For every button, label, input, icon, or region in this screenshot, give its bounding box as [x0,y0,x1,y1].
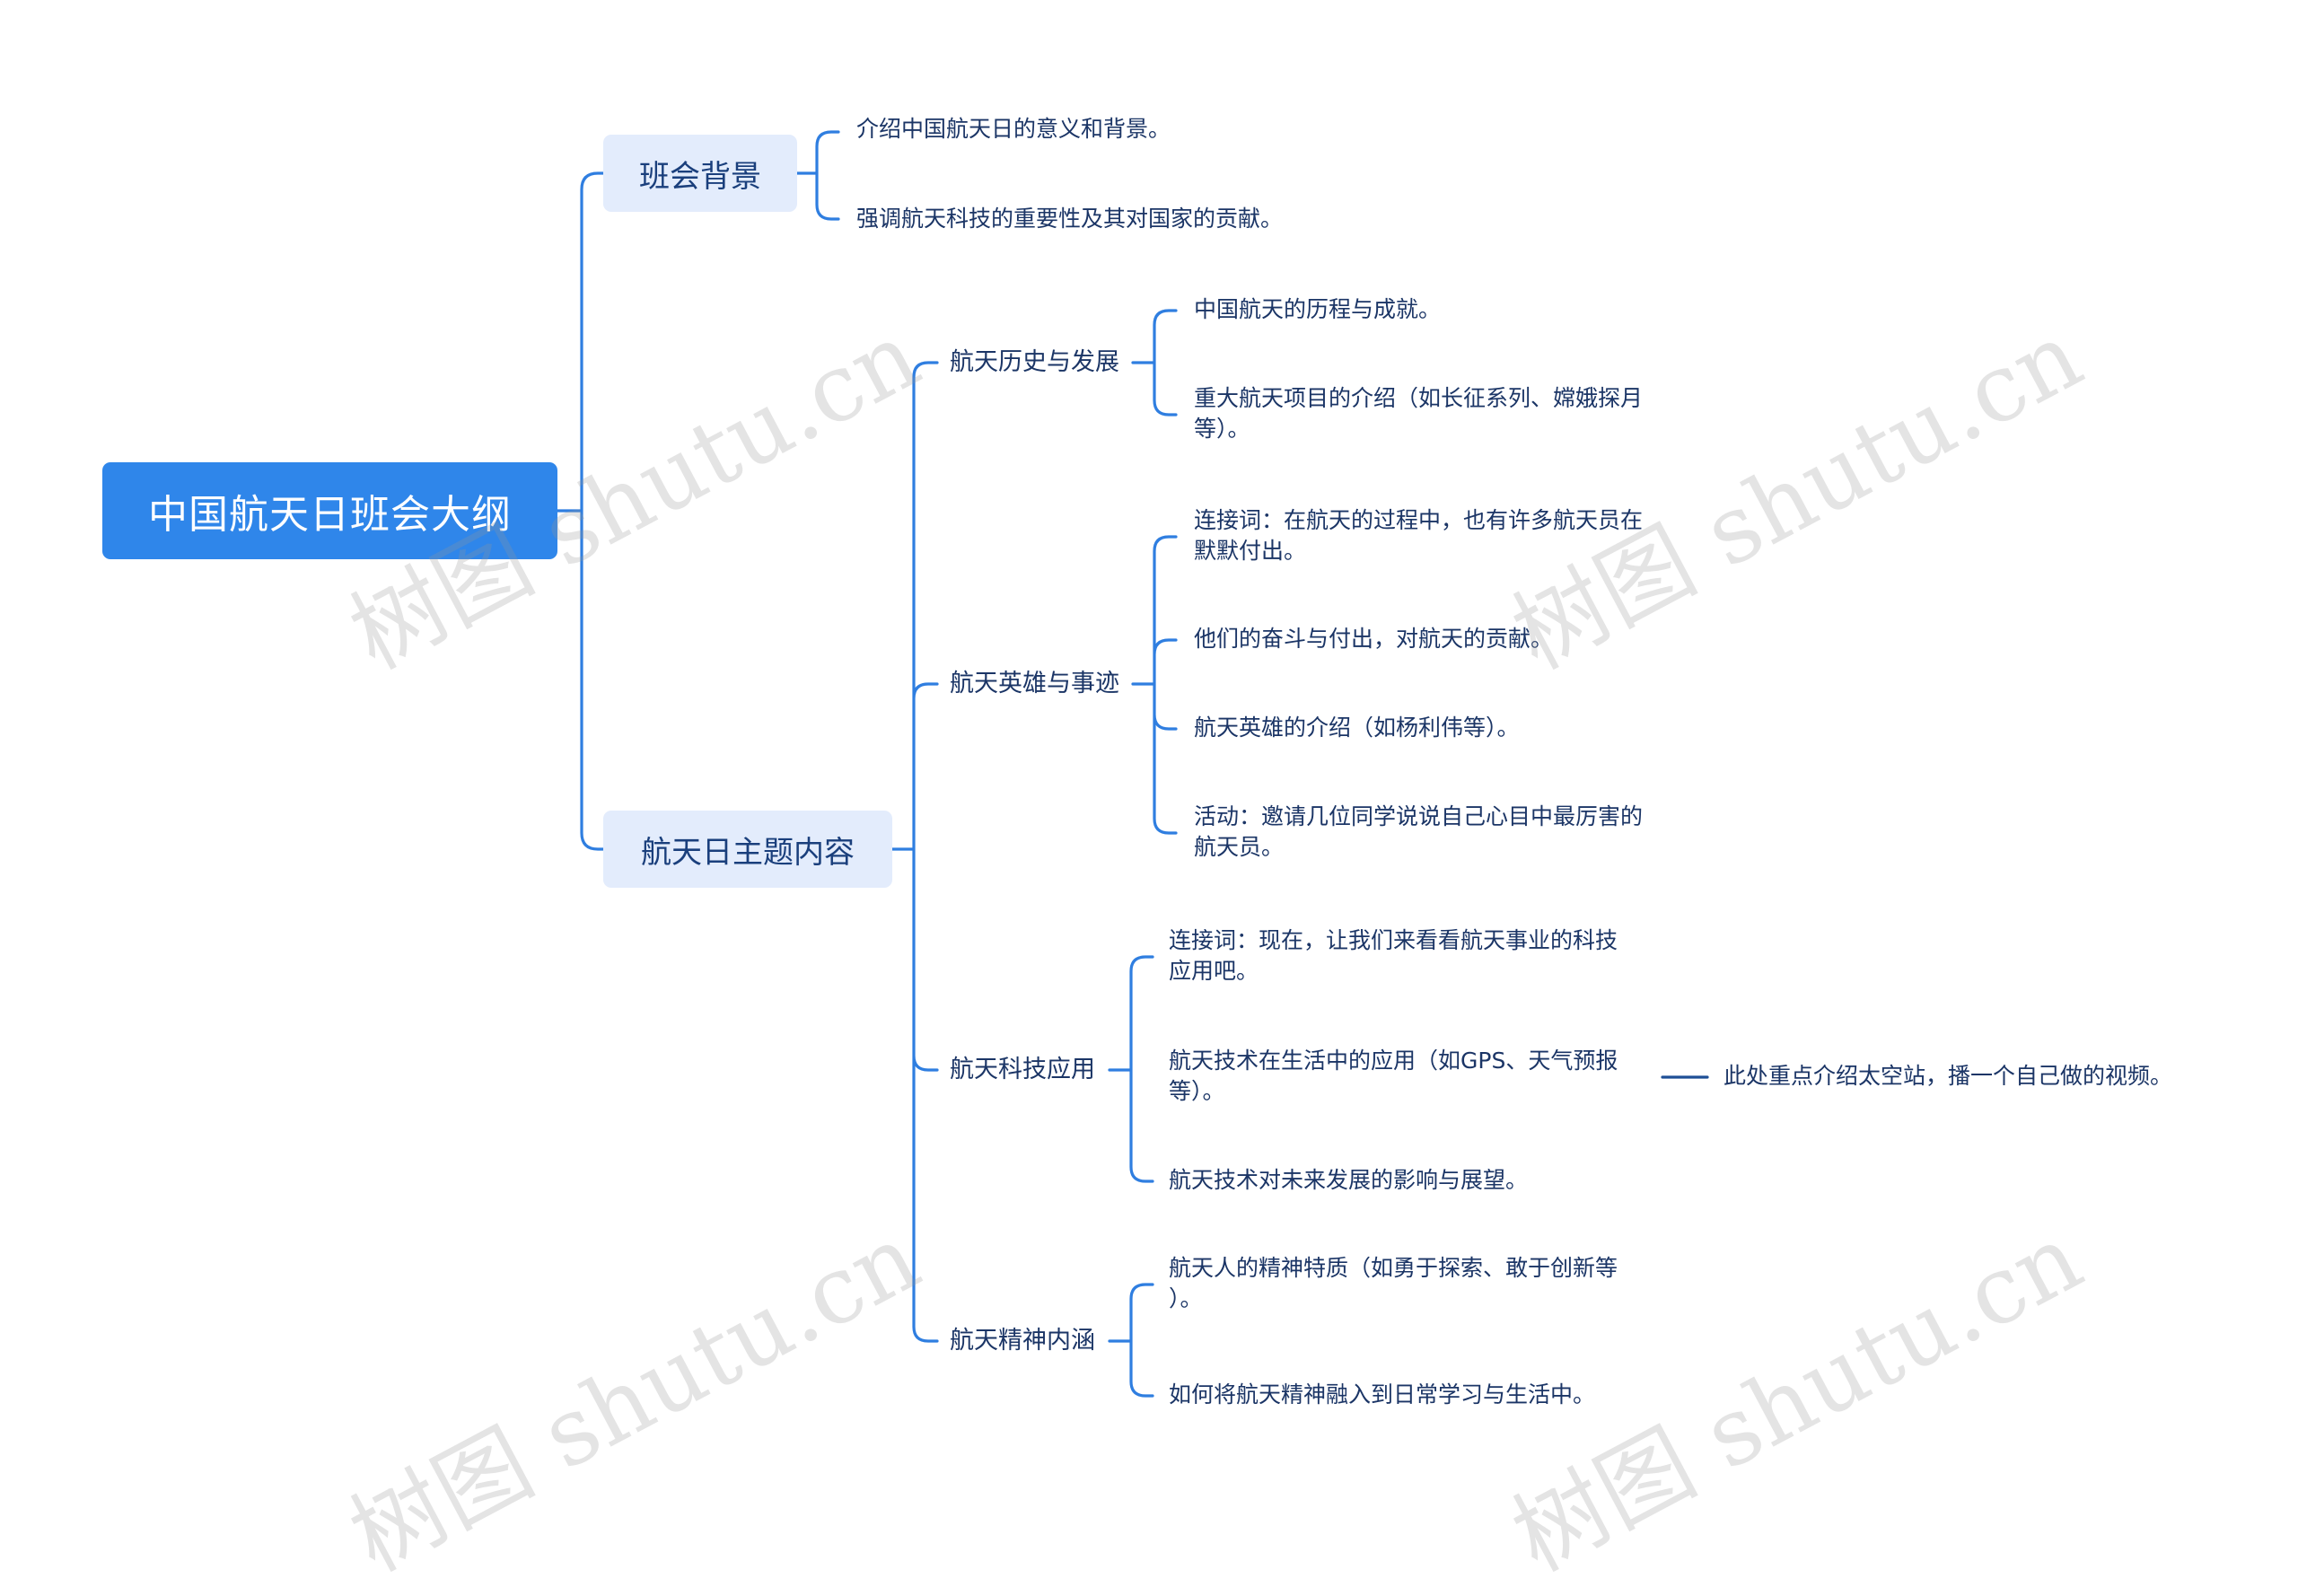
tech-item[interactable]: 航天技术在生活中的应用（如GPS、天气预报 等）。 [1169,1046,1618,1107]
history-item-line: 重大航天项目的介绍（如长征系列、嫦娥探月 [1194,385,1644,411]
topic-theme[interactable]: 航天日主题内容 [603,811,892,888]
background-item[interactable]: 介绍中国航天日的意义和背景。 [856,116,1171,142]
edge-heroes [1131,535,1178,835]
edge-history [1131,309,1178,417]
spirit-item[interactable]: 如何将航天精神融入到日常学习与生活中。 [1169,1381,1596,1407]
history-item[interactable]: 重大航天项目的介绍（如长征系列、嫦娥探月 等）。 [1194,383,1643,444]
heroes-item-line: 航天员。 [1194,834,1285,860]
edge-background [795,130,840,221]
edge-spirit [1108,1283,1154,1398]
history-item[interactable]: 中国航天的历程与成就。 [1194,296,1442,322]
heroes-item[interactable]: 航天英雄的介绍（如杨利伟等）。 [1194,715,1520,741]
tech-item-line: 连接词：现在，让我们来看看航天事业的科技 [1169,927,1618,953]
heroes-item[interactable]: 活动：邀请几位同学说说自己心目中最厉害的 航天员。 [1194,802,1643,863]
spirit-item[interactable]: 航天人的精神特质（如勇于探索、敢于创新等 ）。 [1169,1253,1618,1314]
tech-item-line: 航天技术在生活中的应用（如GPS、天气预报 [1169,1048,1618,1074]
history-item-line: 等）。 [1194,416,1250,442]
heroes-item-line: 连接词：在航天的过程中，也有许多航天员在 [1194,507,1644,533]
root-node[interactable]: 中国航天日班会大纲 [102,462,557,559]
spirit-item-line: 航天人的精神特质（如勇于探索、敢于创新等 [1169,1255,1618,1281]
heroes-item-line: 活动：邀请几位同学说说自己心目中最厉害的 [1194,803,1644,829]
heroes-item[interactable]: 连接词：在航天的过程中，也有许多航天员在 默默付出。 [1194,505,1643,566]
subtopic-history[interactable]: 航天历史与发展 [950,348,1119,376]
subtopic-tech[interactable]: 航天科技应用 [950,1056,1095,1083]
mind-map-canvas: 中国航天日班会大纲 班会背景 航天日主题内容 介绍中国航天日的意义和背景。 强调… [102,116,2173,1592]
tech-item[interactable]: 连接词：现在，让我们来看看航天事业的科技 应用吧。 [1169,925,1618,987]
spirit-item-line: ）。 [1169,1285,1203,1311]
edge-theme [890,361,939,1343]
tech-note[interactable]: 此处重点介绍太空站，播一个自己做的视频。 [1724,1063,2173,1089]
connector-lines [556,130,1709,1398]
edge-root [556,171,605,851]
background-item[interactable]: 强调航天科技的重要性及其对国家的贡献。 [856,206,1284,232]
topic-background[interactable]: 班会背景 [603,135,797,212]
heroes-item[interactable]: 他们的奋斗与付出，对航天的贡献。 [1194,626,1554,652]
subtopic-spirit[interactable]: 航天精神内涵 [950,1327,1095,1355]
tech-item-line: 应用吧。 [1169,958,1259,984]
tech-item[interactable]: 航天技术对未来发展的影响与展望。 [1169,1167,1529,1193]
heroes-item-line: 默默付出。 [1194,538,1307,564]
subtopic-heroes[interactable]: 航天英雄与事迹 [950,670,1119,697]
tech-item-line: 等）。 [1169,1078,1225,1104]
edge-tech [1108,955,1154,1183]
